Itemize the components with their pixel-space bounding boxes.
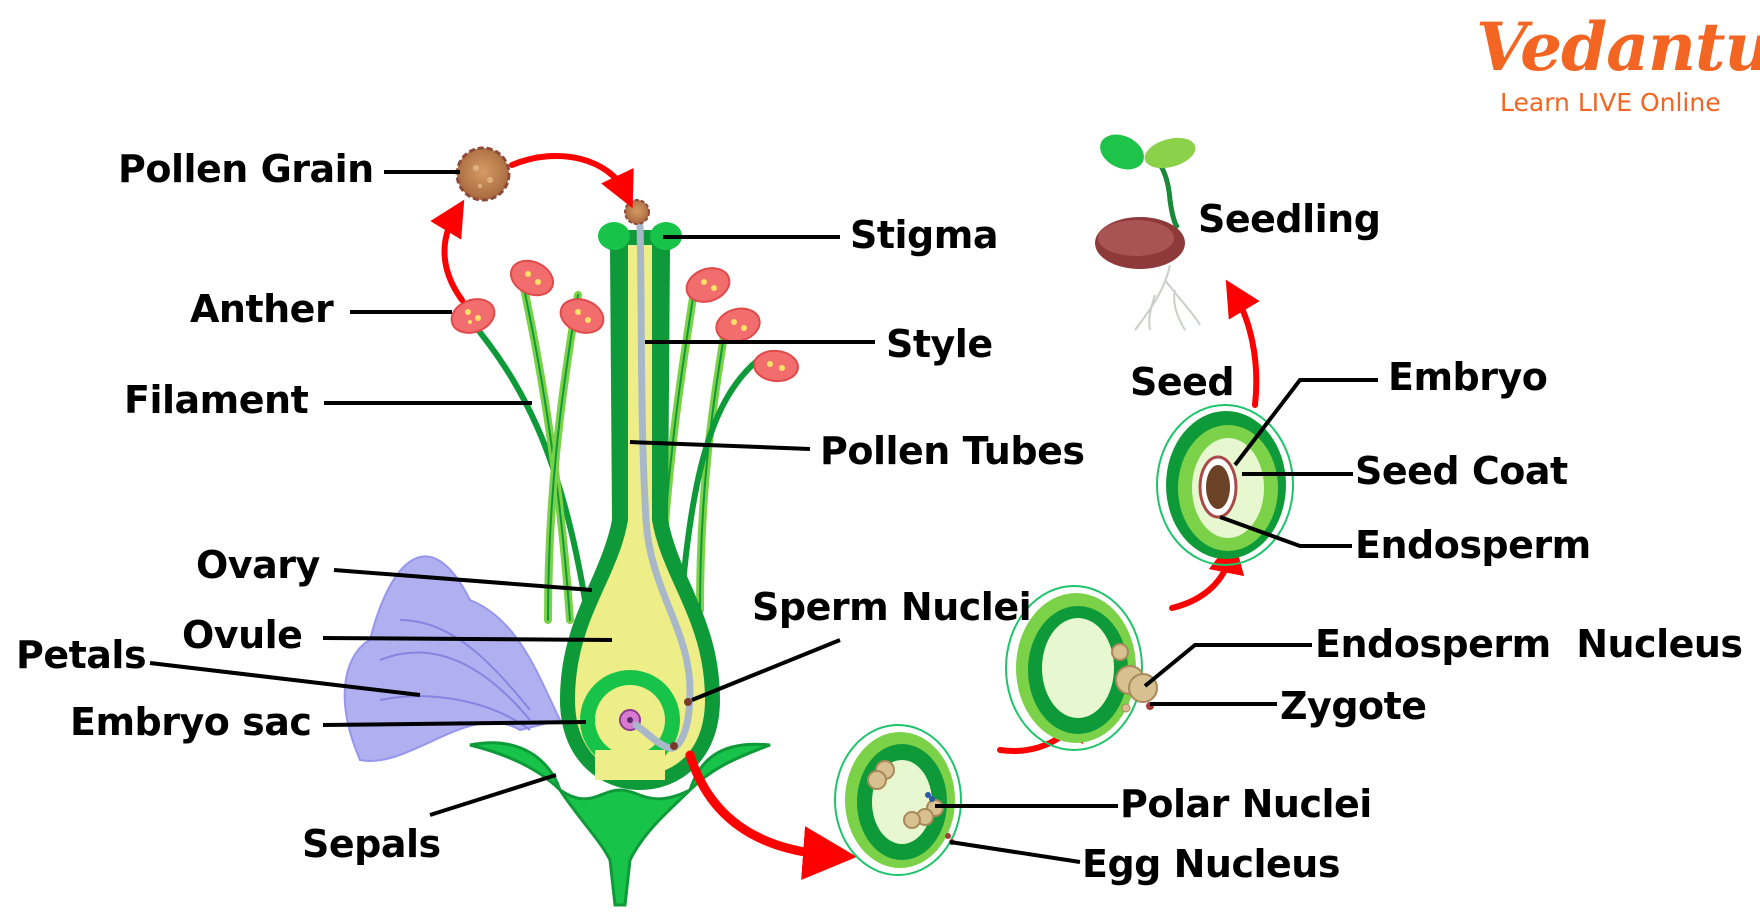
label-anther: Anther — [190, 287, 334, 331]
label-seedling: Seedling — [1198, 197, 1381, 241]
pollen-tube — [632, 221, 694, 752]
label-egg-nucleus: Egg Nucleus — [1082, 842, 1340, 886]
label-stigma: Stigma — [850, 213, 999, 257]
arrow-seed-to-seedling — [1225, 279, 1260, 408]
label-seed-coat: Seed Coat — [1355, 449, 1568, 493]
label-filament: Filament — [124, 378, 309, 422]
leader-embryo-sac — [322, 720, 587, 727]
leader-ovary — [333, 568, 593, 592]
brand-tagline: Learn LIVE Online — [1500, 88, 1721, 117]
arrow-pollen-to-stigma — [509, 153, 634, 209]
ovary-inner — [575, 245, 705, 775]
label-endosperm: Endosperm — [1355, 523, 1591, 567]
pollen-grain-large — [455, 146, 511, 202]
sperm-nucleus — [684, 698, 692, 706]
label-polar-nuclei: Polar Nuclei — [1120, 782, 1372, 826]
stigma-lobe — [598, 222, 630, 250]
leader-embryo — [1233, 378, 1378, 467]
ovule-stage-2 — [1005, 585, 1158, 751]
leader-egg-nucleus — [949, 840, 1081, 864]
anther-dots — [465, 271, 785, 371]
seedling-illustration — [1095, 134, 1201, 331]
leader-endosperm-nucleus — [1143, 643, 1312, 688]
label-style: Style — [886, 322, 993, 366]
leader-ovule — [322, 636, 613, 642]
leader-endosperm — [1219, 515, 1352, 548]
label-pollen-grain: Pollen Grain — [118, 147, 374, 191]
leader-pollen-tubes — [629, 440, 811, 451]
label-petals: Petals — [16, 633, 147, 677]
label-ovary: Ovary — [196, 543, 320, 587]
pollen-grain-on-stigma — [624, 199, 650, 225]
sperm-nucleus — [670, 742, 678, 750]
petal-vein — [379, 651, 531, 721]
label-zygote: Zygote — [1280, 684, 1427, 728]
leader-sepals — [429, 773, 557, 817]
label-pollen-tubes: Pollen Tubes — [820, 429, 1085, 473]
seed-stage — [1156, 404, 1294, 566]
leader-petals — [149, 661, 421, 697]
label-embryo-sac: Embryo sac — [70, 700, 312, 744]
arrow-anther-to-pollen — [430, 199, 465, 303]
micropyle-gap — [595, 750, 665, 780]
label-sepals: Sepals — [302, 822, 441, 866]
egg-nucleus-dot — [627, 717, 633, 723]
leader-sperm-nuclei — [691, 638, 841, 702]
anthers — [450, 259, 799, 383]
sepals-shape — [469, 741, 771, 907]
label-embryo: Embryo — [1388, 355, 1548, 399]
arrow-ovule-to-fertilized — [685, 750, 857, 880]
label-endosperm-nucleus: Endosperm Nucleus — [1315, 622, 1743, 666]
label-seed: Seed — [1130, 360, 1235, 404]
petal-vein — [379, 695, 531, 731]
brand-logo: Vedantu — [1476, 8, 1760, 86]
petal-vein — [399, 619, 531, 711]
label-ovule: Ovule — [182, 613, 303, 657]
label-sperm-nuclei: Sperm Nuclei — [752, 585, 1032, 629]
arrow-developing-to-seed — [1169, 537, 1245, 611]
ovule-stage-1 — [834, 724, 962, 876]
leader-lines — [149, 170, 1378, 864]
